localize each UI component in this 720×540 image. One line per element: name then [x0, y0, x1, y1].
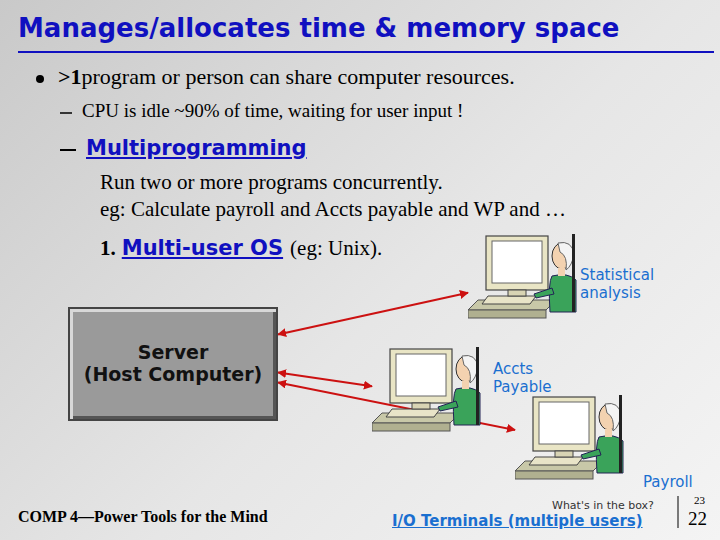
terminal-node: Statistical analysis	[468, 232, 578, 327]
body-text: Run two or more programs concurrently.	[100, 170, 443, 194]
server-label: Server	[138, 342, 209, 364]
terminal-label: Statistical analysis	[580, 266, 670, 302]
os-term: Multi-user OS	[122, 236, 283, 260]
connector-arrow	[278, 372, 372, 386]
bullet-text: program or person can share computer res…	[82, 64, 515, 89]
title-underline	[18, 51, 714, 53]
body-text: (eg: Unix).	[290, 236, 382, 260]
terminal-illustration	[515, 393, 625, 488]
connector-arrow	[278, 293, 468, 335]
body-text: eg: Calculate payroll and Accts payable …	[100, 197, 566, 221]
terminal-node: Accts Payable	[372, 345, 482, 440]
terminal-illustration	[372, 345, 482, 440]
footer-text: COMP 4—Power Tools for the Mind	[18, 508, 268, 526]
bullet-dot	[36, 75, 44, 83]
list-number: 1.	[100, 236, 116, 260]
slide-title: Manages/allocates time & memory space	[18, 14, 620, 44]
terminal-label: Payroll	[643, 473, 720, 491]
slide-number: 22	[688, 508, 707, 530]
terminals-caption: I/O Terminals (multiple users)	[392, 513, 643, 530]
dash-marker	[60, 149, 76, 151]
terminal-label: Accts Payable	[493, 360, 583, 396]
dash-marker	[60, 112, 72, 114]
note-text: What's in the box?	[552, 500, 654, 513]
server-label: (Host Computer)	[84, 364, 263, 386]
terminal-illustration	[468, 232, 578, 327]
divider-line	[678, 496, 679, 528]
server-box: Server(Host Computer)	[68, 307, 278, 421]
sub-heading: Multiprogramming	[86, 136, 307, 160]
sub-bullet-text: CPU is idle ~90% of time, waiting for us…	[82, 100, 463, 122]
terminal-node: Payroll	[515, 393, 625, 488]
slide-number: 23	[694, 494, 705, 507]
bullet-text: >1	[58, 64, 82, 89]
